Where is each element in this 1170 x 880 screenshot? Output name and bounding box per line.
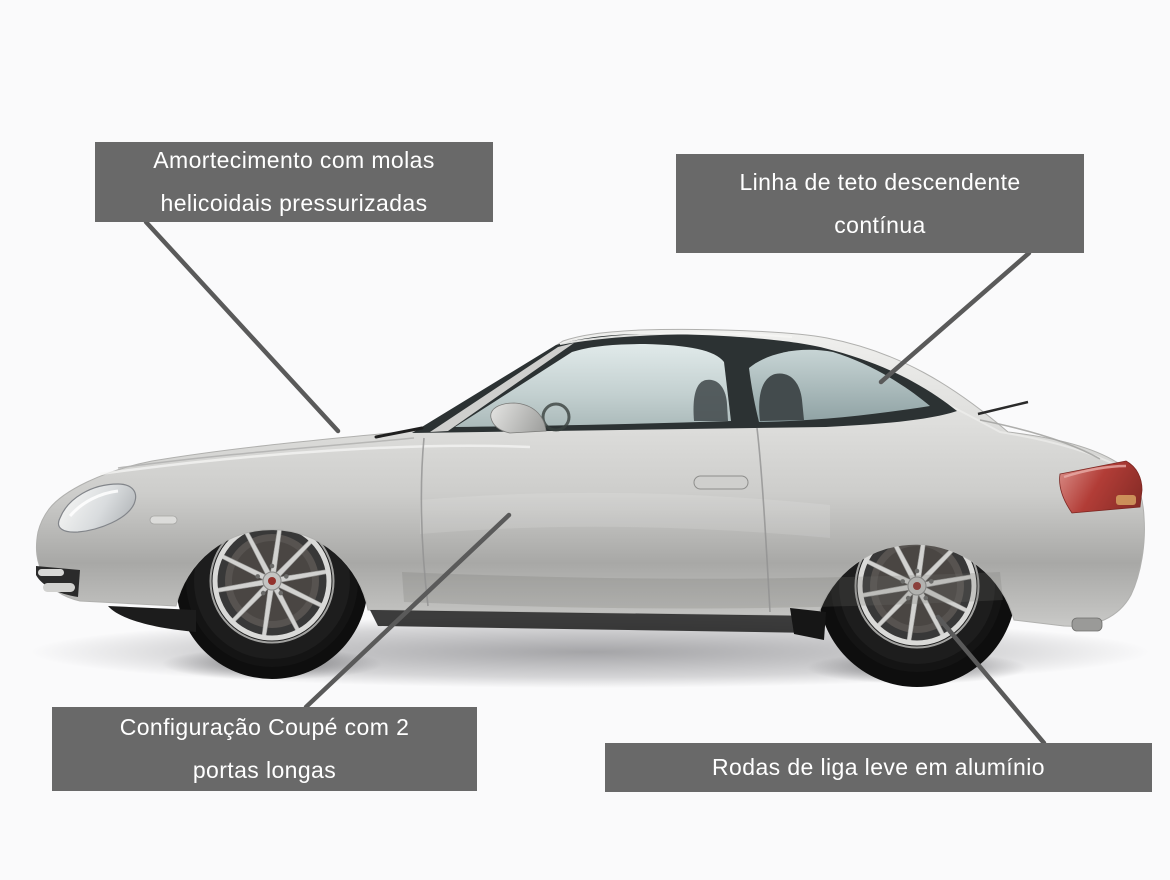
label-roofline-line-1: Linha de teto descendente	[739, 168, 1021, 195]
door-front-seam	[420, 437, 429, 607]
front-airdam	[108, 606, 196, 632]
label-wheels-line-1: Rodas de liga leve em alumínio	[712, 754, 1045, 780]
label-suspension-line-1: Amortecimento com molas	[153, 147, 435, 173]
label-coupe: Configuração Coupé com 2 portas longas	[52, 707, 477, 791]
label-wheels: Rodas de liga leve em alumínio	[605, 743, 1152, 792]
hood-seam	[117, 437, 415, 469]
front-intake	[36, 566, 80, 597]
exhaust-tip	[1071, 617, 1103, 632]
label-suspension-line-2: helicoidais pressurizadas	[160, 190, 428, 216]
connector-line-wheels	[935, 614, 1047, 746]
taillight	[1059, 460, 1143, 514]
panel-details	[36, 400, 1143, 640]
door-handle	[693, 475, 749, 490]
connector-line-suspension	[143, 219, 341, 434]
rear-mudflap	[790, 608, 826, 640]
connector-lines	[143, 219, 1047, 746]
label-suspension: Amortecimento com molas helicoidais pres…	[95, 142, 493, 222]
taillight-amber	[1116, 495, 1136, 505]
connector-line-roofline	[878, 250, 1032, 385]
headlight	[57, 483, 137, 533]
decklid-seam	[979, 419, 1101, 460]
antenna	[977, 400, 1029, 416]
label-coupe-line-2: portas longas	[192, 757, 337, 783]
label-roofline: Linha de teto descendente contínua	[676, 154, 1084, 253]
door-rear-seam	[756, 427, 771, 613]
label-coupe-line-1: Configuração Coupé com 2	[119, 714, 410, 740]
wiper	[374, 426, 424, 439]
label-roofline-line-2: contínua	[834, 211, 926, 238]
side-indicator	[149, 515, 178, 525]
greenhouse	[412, 332, 957, 433]
connector-line-coupe	[303, 512, 512, 710]
side-mirror	[490, 402, 547, 434]
rocker-sill	[370, 610, 818, 633]
